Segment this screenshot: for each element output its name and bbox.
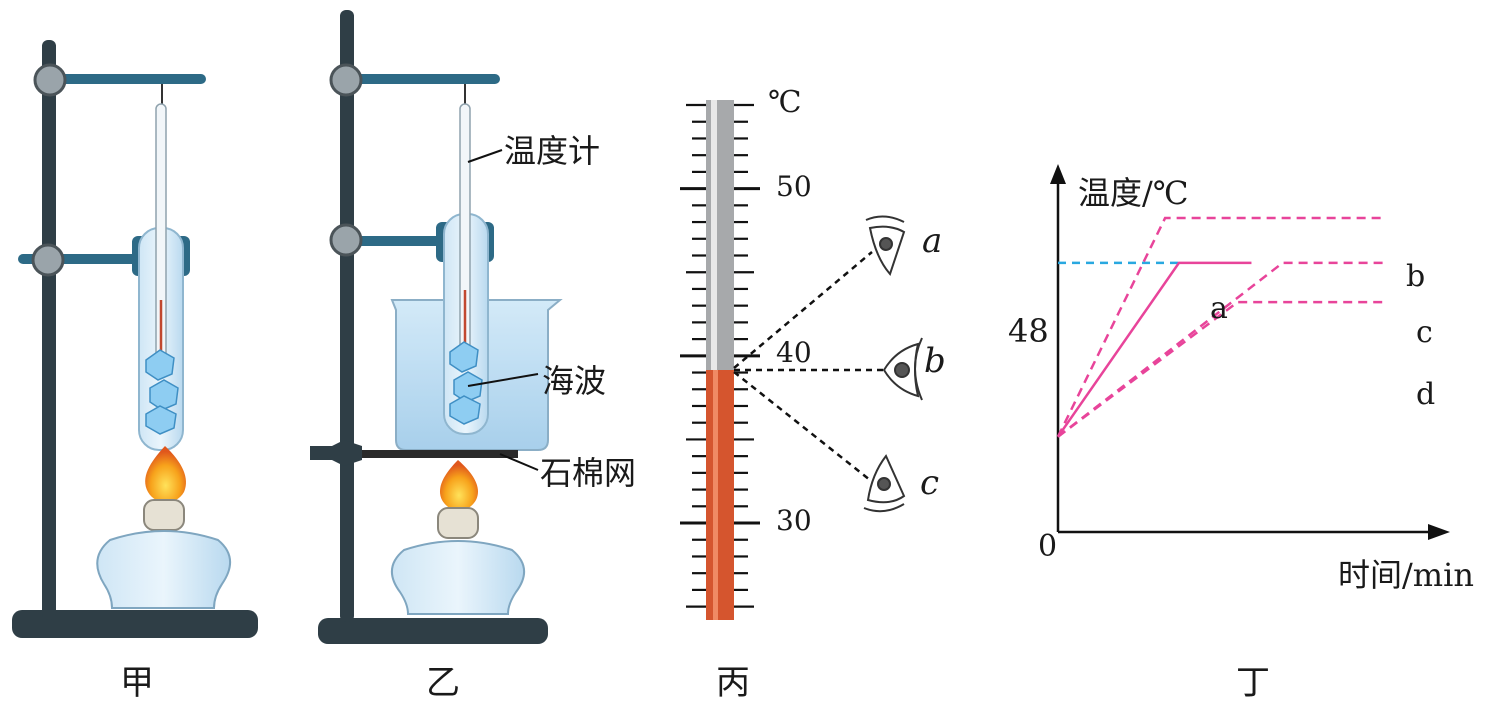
- label-asbestos-net: 石棉网: [540, 454, 636, 492]
- burner-wick-yi: [437, 507, 479, 539]
- clamp-knob-mid: [329, 223, 363, 257]
- eye-label-c: c: [920, 463, 939, 503]
- sight-line-c: [733, 371, 871, 481]
- asbestos-net: [358, 450, 518, 458]
- chart-plot: [1056, 216, 1387, 438]
- clamp-knob-top: [329, 63, 363, 97]
- scale-label-50: 50: [776, 170, 812, 203]
- y-axis-arrow: [1050, 164, 1066, 184]
- caption-ding: 丁: [1236, 663, 1270, 703]
- scale-ticks: [680, 103, 760, 608]
- series-line-a: [1056, 261, 1252, 438]
- leader-thermometer: [467, 149, 503, 163]
- series-line-d: [1057, 300, 1387, 438]
- label-haibo: 海波: [542, 362, 606, 400]
- apparatus-yi: [310, 10, 563, 644]
- scale-label-40: 40: [776, 336, 812, 369]
- eye-a-icon: [865, 215, 906, 276]
- series-line-c: [1057, 261, 1387, 438]
- thermometer-tube-gap: [711, 100, 717, 370]
- flame-yi: [439, 460, 478, 511]
- scale-label-30: 30: [776, 504, 812, 537]
- alcohol-lamp-yi: [391, 540, 525, 615]
- sight-line-a: [733, 251, 873, 369]
- label-thermometer: 温度计: [504, 132, 600, 170]
- eye-c-icon: [863, 454, 906, 513]
- clamp-knob-mid: [31, 243, 65, 277]
- stand-rod: [42, 40, 56, 620]
- scale-unit: ℃: [768, 85, 802, 120]
- caption-jia: 甲: [120, 663, 154, 703]
- y-tick-48: 48: [1008, 312, 1049, 350]
- series-label-a: a: [1210, 291, 1228, 326]
- eye-label-a: a: [922, 221, 942, 261]
- caption-bing: 丙: [716, 663, 750, 703]
- chart-axes: [1050, 164, 1450, 540]
- origin-label: 0: [1038, 529, 1057, 564]
- series-label-c: c: [1416, 315, 1433, 350]
- series-label-b: b: [1406, 259, 1425, 294]
- thermometer-liquid-column: [706, 370, 734, 620]
- net-clamp: [310, 440, 362, 466]
- x-axis-arrow: [1428, 524, 1450, 540]
- series-label-d: d: [1416, 377, 1435, 412]
- leader-haibo: [467, 373, 539, 387]
- sight-lines: [733, 251, 884, 481]
- clamp-arm-top: [40, 74, 206, 84]
- thermometer-tube-upper: [706, 100, 734, 370]
- eye-label-b: b: [924, 341, 946, 381]
- alcohol-lamp-jia: [96, 530, 231, 609]
- eye-b-icon: [882, 337, 923, 401]
- clamp-arm-top: [334, 74, 500, 84]
- stand-rod: [340, 10, 354, 622]
- clamp-knob-top: [33, 63, 67, 97]
- apparatus-jia: [12, 40, 258, 638]
- series-line-b: [1056, 216, 1387, 438]
- stand-base: [318, 618, 548, 644]
- y-axis-label: 温度/℃: [1078, 174, 1189, 212]
- flame-jia: [145, 446, 186, 503]
- ice-crystals-jia: [145, 349, 179, 435]
- leader-net: [499, 453, 539, 471]
- thermometer-liquid-highlight: [713, 370, 718, 620]
- thermometer-scale: [680, 100, 760, 620]
- ice-crystals-yi: [449, 341, 483, 425]
- stand-base: [12, 610, 258, 638]
- caption-yi: 乙: [426, 663, 460, 703]
- x-axis-label: 时间/min: [1338, 556, 1474, 594]
- burner-wick-jia: [143, 499, 185, 531]
